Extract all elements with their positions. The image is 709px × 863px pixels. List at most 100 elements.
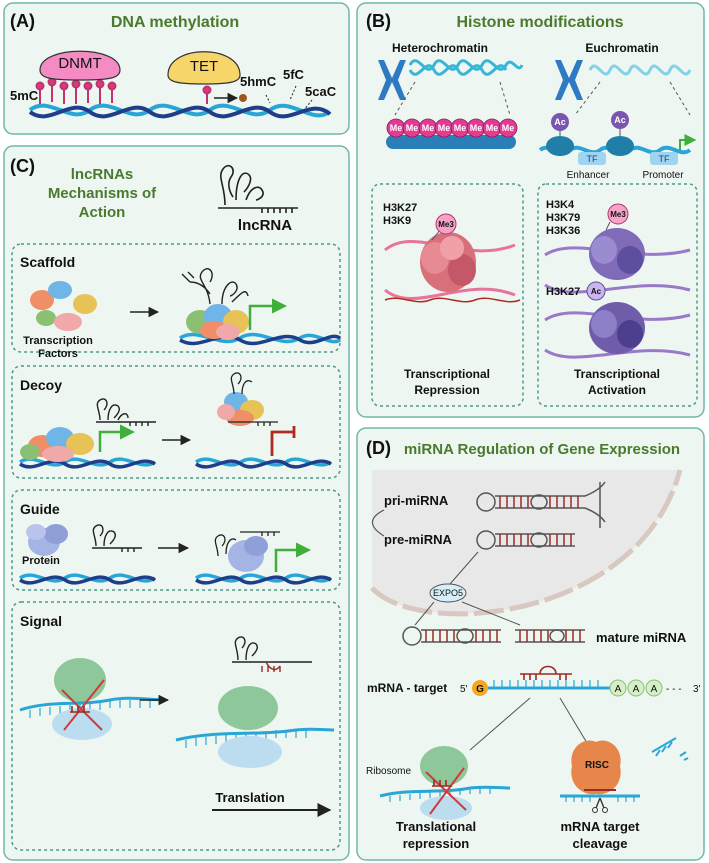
expo5-label: EXPO5 [433, 588, 463, 598]
panel-a-title: DNA methylation [111, 14, 239, 31]
heterochromatin-label: Heterochromatin [392, 41, 488, 55]
tf-box: TF [659, 154, 670, 164]
me3-tag: Me3 [438, 220, 454, 229]
signal-box [11, 601, 341, 851]
repressed-ribosome [379, 746, 511, 820]
me-tag: Me [486, 123, 499, 133]
mark-h3k27: H3K27 [383, 202, 417, 214]
mature-mirna-duplex [515, 629, 585, 643]
panel-b: (B) Histone modifications Heterochromati… [356, 2, 705, 418]
methylated-nucleosomes: Me Me Me Me Me Me Me Me [386, 118, 518, 149]
guide-label: Guide [20, 501, 60, 517]
repression-line1: Transcriptional [404, 367, 490, 381]
me-tag: Me [454, 123, 467, 133]
panel-a: (A) DNA methylation DNMT 5mC TET [3, 2, 350, 135]
guide-lncrna [92, 524, 142, 552]
euchromatin-label: Euchromatin [585, 41, 658, 55]
panel-c-letter: (C) [10, 156, 35, 176]
heterochromatin-fiber [408, 59, 524, 76]
label-5fc: 5fC [283, 67, 305, 82]
panel-c: (C) lncRNAs Mechanisms of Action lncRNA … [3, 145, 350, 861]
transcription-factors-blobs [30, 281, 97, 331]
repression-line2: Repression [414, 383, 479, 397]
ribosome-label: Ribosome [366, 766, 411, 777]
ac-tag: Ac [554, 117, 566, 127]
histone-octamer-pink: Me3 [384, 213, 521, 303]
protein-label: Protein [22, 555, 60, 567]
poly-a-3: A [651, 684, 658, 695]
protein-blob [26, 524, 68, 556]
signal-ribosome-left [19, 658, 167, 740]
cap-circle [472, 680, 488, 696]
poly-a-1: A [615, 684, 622, 695]
tf-box: TF [587, 154, 598, 164]
tail-dashes: - - - [666, 684, 682, 695]
decoy-green-arrow [98, 424, 135, 452]
me-tag: Me [470, 123, 483, 133]
decoy-label: Decoy [20, 377, 62, 393]
mrna-target-label: mRNA - target [367, 681, 447, 695]
activation-line2: Activation [588, 383, 646, 397]
me-tag: Me [438, 123, 451, 133]
cleavage-line1: mRNA target [561, 819, 641, 834]
lncrna-label: lncRNA [238, 217, 292, 234]
mark-h3k27-ac: H3K27 [546, 286, 580, 298]
panel-a-letter: (A) [10, 11, 35, 31]
tet-label: TET [190, 58, 218, 75]
euchromatin-nucleosomes: Ac Ac TF TF Enhancer Promoter [538, 111, 697, 181]
histone-octamer-purple-2: Ac [544, 281, 691, 359]
mark-h3k4: H3K4 [546, 199, 575, 211]
dnmt-enzyme: DNMT [39, 50, 121, 81]
expo5-protein [429, 583, 467, 603]
translation-label: Translation [215, 790, 284, 805]
lncrna-icon [218, 164, 298, 213]
guide-dna-left [19, 573, 156, 585]
dnmt-label: DNMT [58, 55, 101, 72]
mark-h3k79: H3K79 [546, 212, 580, 224]
guide-dna-right [195, 573, 332, 585]
ac-tag: Ac [614, 115, 626, 125]
pre-mirna-hairpin [476, 530, 575, 550]
me3-tag: Me3 [610, 210, 626, 219]
decoy-dna-right [195, 457, 332, 469]
repressed-transcription-symbol [270, 426, 296, 456]
risc-complex [560, 740, 640, 813]
label-5cac: 5caC [305, 84, 337, 99]
mrna-strand [488, 665, 610, 690]
signal-ribosome-right [175, 686, 335, 768]
panel-d-title: miRNA Regulation of Gene Expression [404, 441, 680, 458]
histone-octamer-purple-1: Me3 [544, 203, 691, 294]
promoter-label: Promoter [642, 170, 684, 181]
panel-d: (D) miRNA Regulation of Gene Expression … [356, 427, 705, 861]
nucleus-shape [372, 470, 680, 614]
risc-label: RISC [585, 760, 609, 771]
three-prime: 3' [693, 684, 701, 695]
me-tag: Me [390, 123, 403, 133]
ac-tag: Ac [591, 287, 602, 296]
tf-line1: Transcription [23, 335, 93, 347]
pri-mirna-hairpin [476, 481, 606, 528]
label-5hmc: 5hmC [240, 74, 277, 89]
cap-label: G [476, 684, 484, 695]
me-tag: Me [502, 123, 515, 133]
activation-line1: Transcriptional [574, 367, 660, 381]
hydroxymethyl-dot [239, 94, 247, 102]
tet-enzyme: TET [167, 51, 241, 85]
guide-green-arrow [274, 542, 311, 572]
cleavage-line2: cleavage [573, 836, 628, 851]
me-tag: Me [422, 123, 435, 133]
panel-b-letter: (B) [366, 11, 391, 31]
cyto-mirna-hairpin [402, 626, 501, 646]
poly-a-2: A [633, 684, 640, 695]
five-prime: 5' [460, 684, 468, 695]
panel-c-title-1: lncRNAs [71, 166, 134, 183]
pre-mirna-label: pre-miRNA [384, 532, 453, 547]
repression-box [371, 183, 524, 407]
scaffold-complex [181, 268, 249, 340]
mature-mirna-label: mature miRNA [596, 630, 687, 645]
chromosome-left-icon [378, 60, 406, 100]
nuclear-envelope [370, 469, 683, 617]
panel-d-letter: (D) [366, 438, 391, 458]
activation-box [537, 183, 698, 407]
decoy-dna-left [19, 457, 156, 469]
